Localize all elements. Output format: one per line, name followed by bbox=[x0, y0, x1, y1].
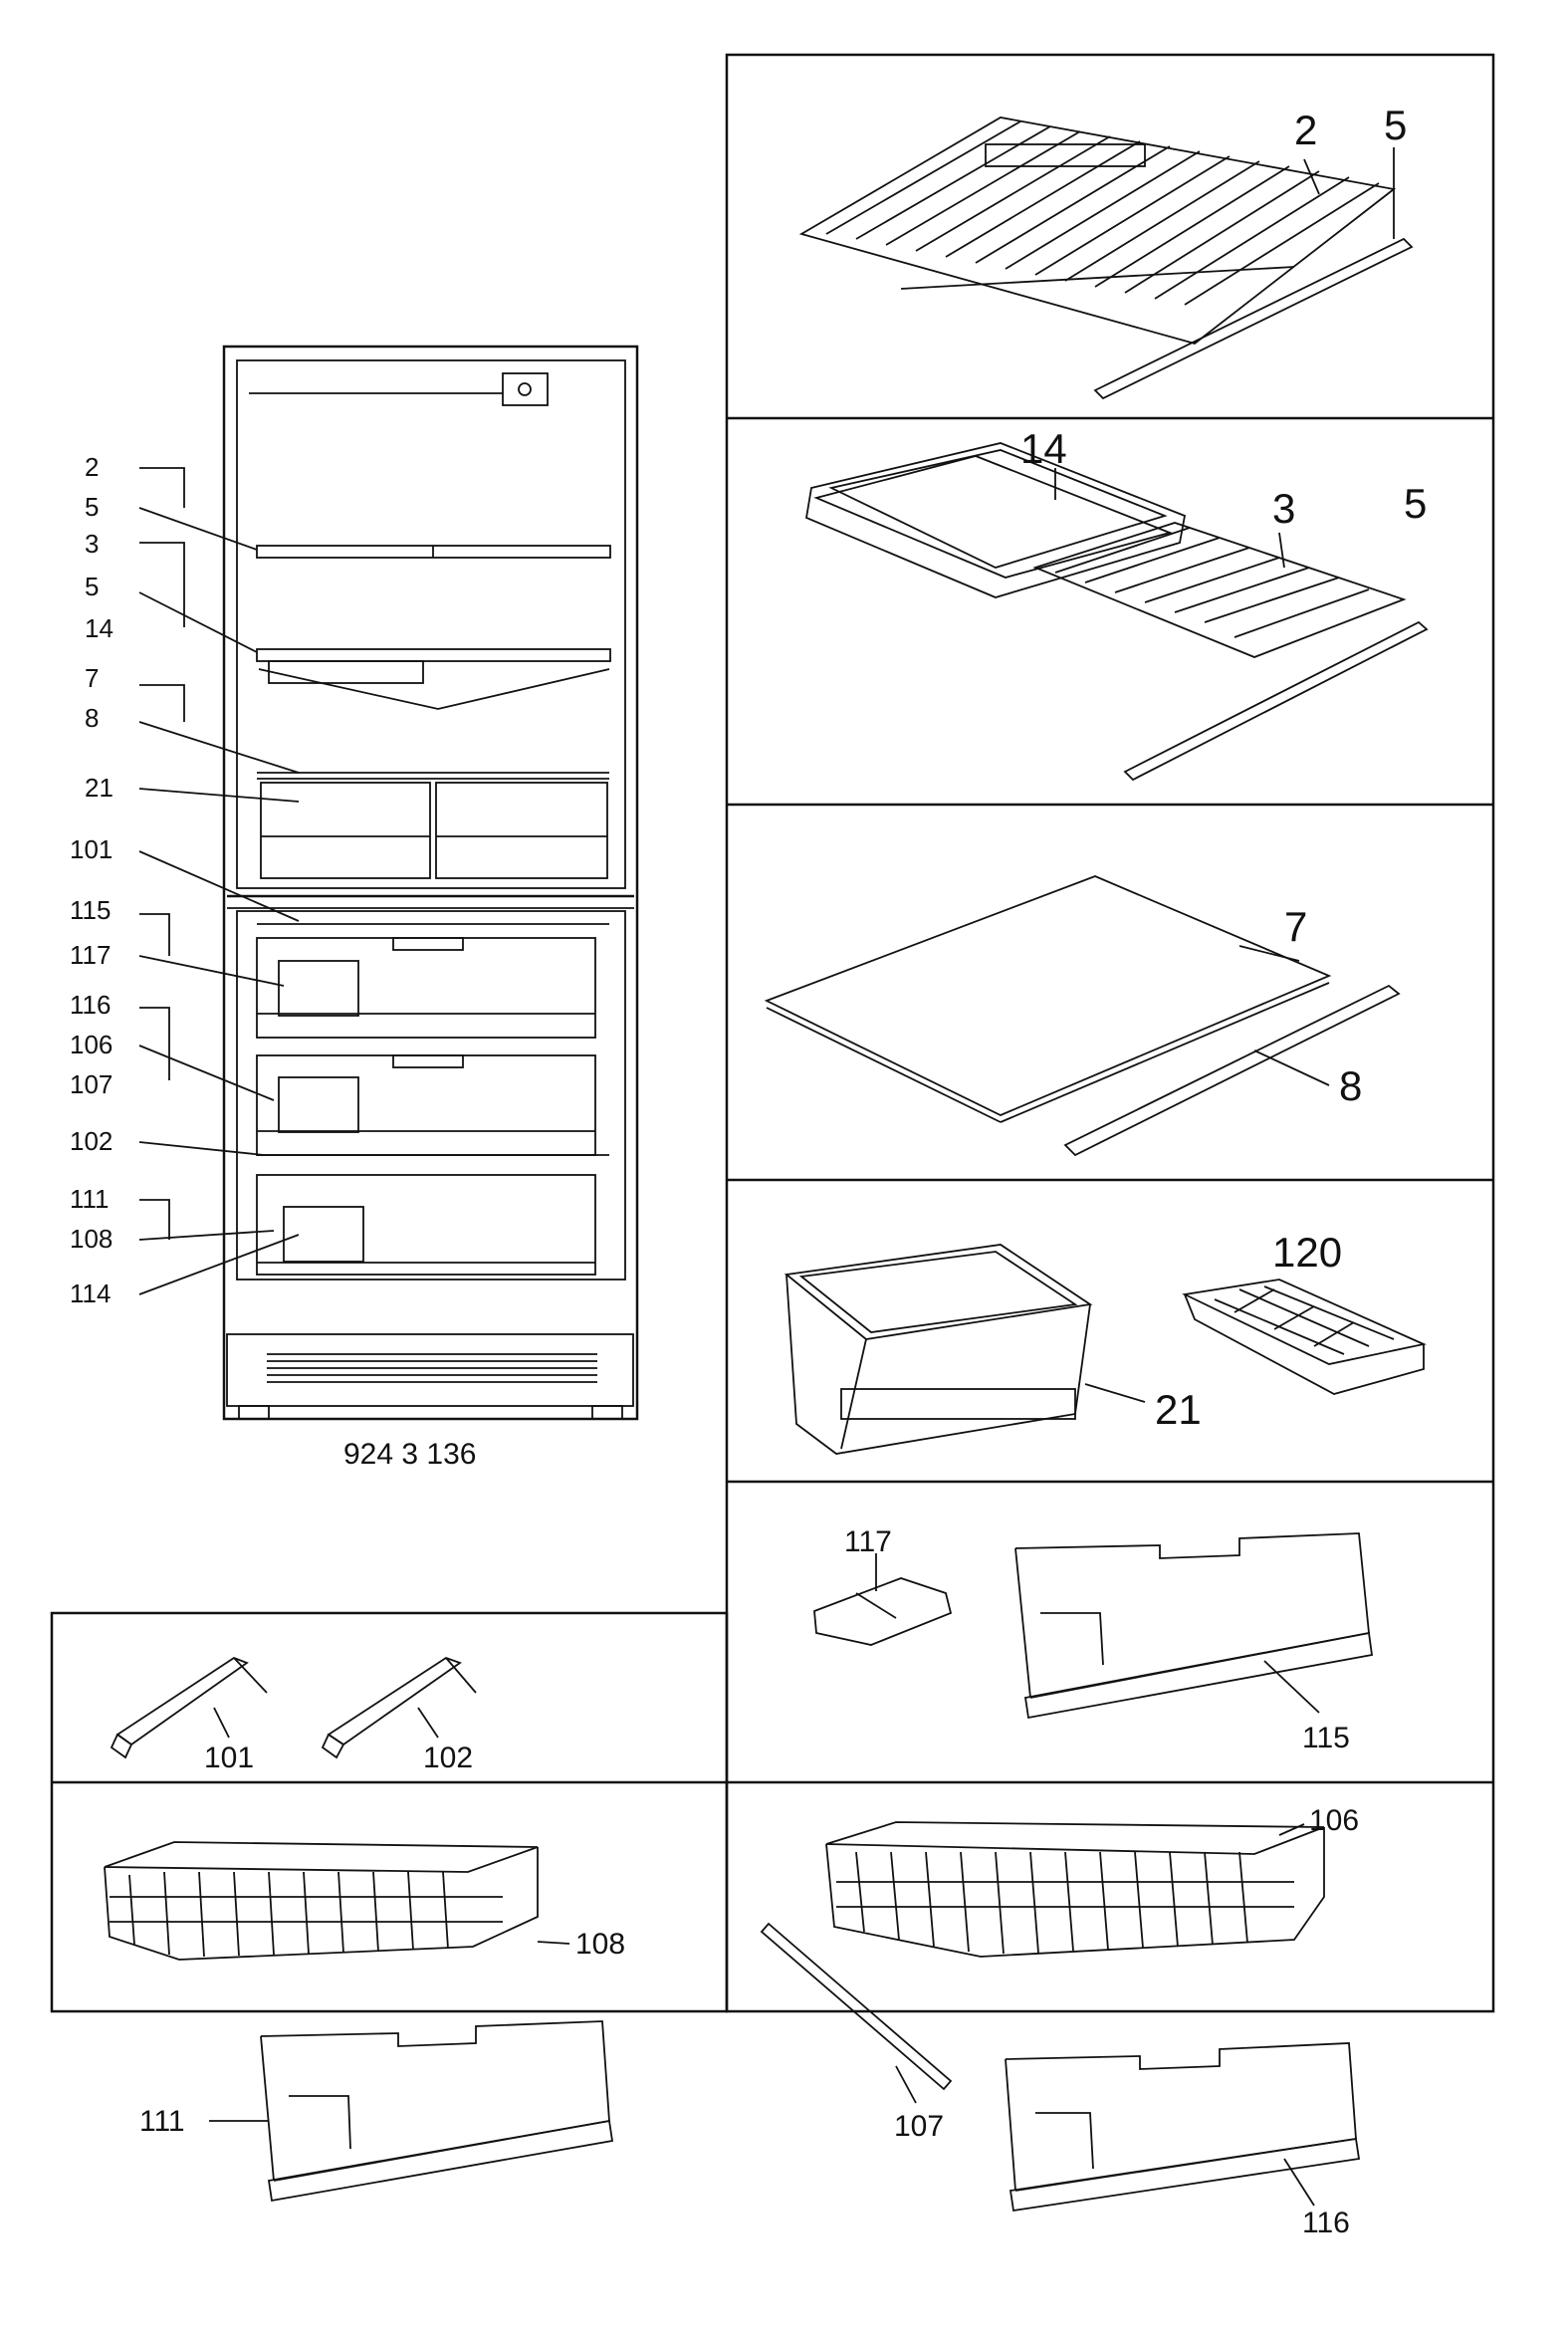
label-108: 108 bbox=[575, 1928, 625, 1961]
callout-8: 8 bbox=[85, 703, 99, 733]
callout-111: 111 bbox=[70, 1184, 110, 1214]
callout-5b: 5 bbox=[85, 572, 99, 601]
fridge-front-view bbox=[222, 345, 639, 1421]
callout-116: 116 bbox=[70, 990, 111, 1020]
callout-106: 106 bbox=[70, 1030, 112, 1059]
label-2: 2 bbox=[1294, 107, 1317, 153]
label-102: 102 bbox=[423, 1742, 473, 1774]
label-21: 21 bbox=[1155, 1386, 1202, 1433]
label-106: 106 bbox=[1309, 1804, 1359, 1837]
panel-frames bbox=[50, 53, 1495, 2013]
callout-101: 101 bbox=[70, 834, 112, 864]
panel-rails bbox=[110, 1656, 477, 1759]
label-116: 116 bbox=[1302, 2207, 1350, 2239]
panel-basket-right bbox=[760, 1821, 1361, 2212]
label-111: 111 bbox=[139, 2105, 185, 2138]
panel-glass-shelf bbox=[764, 875, 1401, 1157]
panel-basket-left bbox=[104, 1841, 614, 2203]
callout-leaders bbox=[138, 467, 300, 1295]
label-120: 120 bbox=[1272, 1229, 1342, 1276]
label-14: 14 bbox=[1020, 425, 1067, 472]
panel-shelf-tray bbox=[804, 442, 1429, 782]
label-7: 7 bbox=[1284, 903, 1307, 950]
label-101: 101 bbox=[204, 1742, 254, 1774]
label-107: 107 bbox=[894, 2110, 944, 2143]
label-5: 5 bbox=[1384, 102, 1407, 148]
callout-14: 14 bbox=[85, 613, 113, 643]
panel-wire-shelf bbox=[798, 116, 1414, 400]
callout-117: 117 bbox=[70, 940, 111, 970]
callout-3: 3 bbox=[85, 529, 99, 559]
label-8: 8 bbox=[1339, 1062, 1362, 1109]
panel-flap-clip bbox=[813, 1532, 1374, 1720]
callout-115: 115 bbox=[70, 895, 111, 925]
callout-102: 102 bbox=[70, 1126, 112, 1156]
callout-5: 5 bbox=[85, 492, 99, 522]
model-code: 924 3 136 bbox=[343, 1438, 476, 1471]
panel-bin-icetray bbox=[784, 1244, 1427, 1455]
callout-7: 7 bbox=[85, 663, 99, 693]
callout-labels: 2 5 3 5 14 7 8 21 101 115 117 116 106 10… bbox=[70, 452, 476, 1471]
label-117: 117 bbox=[844, 1525, 892, 1558]
callout-107: 107 bbox=[70, 1069, 112, 1099]
callout-2: 2 bbox=[85, 452, 99, 482]
label-115: 115 bbox=[1302, 1722, 1350, 1754]
callout-114: 114 bbox=[70, 1279, 111, 1308]
callout-21: 21 bbox=[85, 773, 113, 803]
label-3: 3 bbox=[1272, 485, 1295, 532]
callout-108: 108 bbox=[70, 1224, 112, 1254]
label-5b: 5 bbox=[1404, 480, 1427, 527]
